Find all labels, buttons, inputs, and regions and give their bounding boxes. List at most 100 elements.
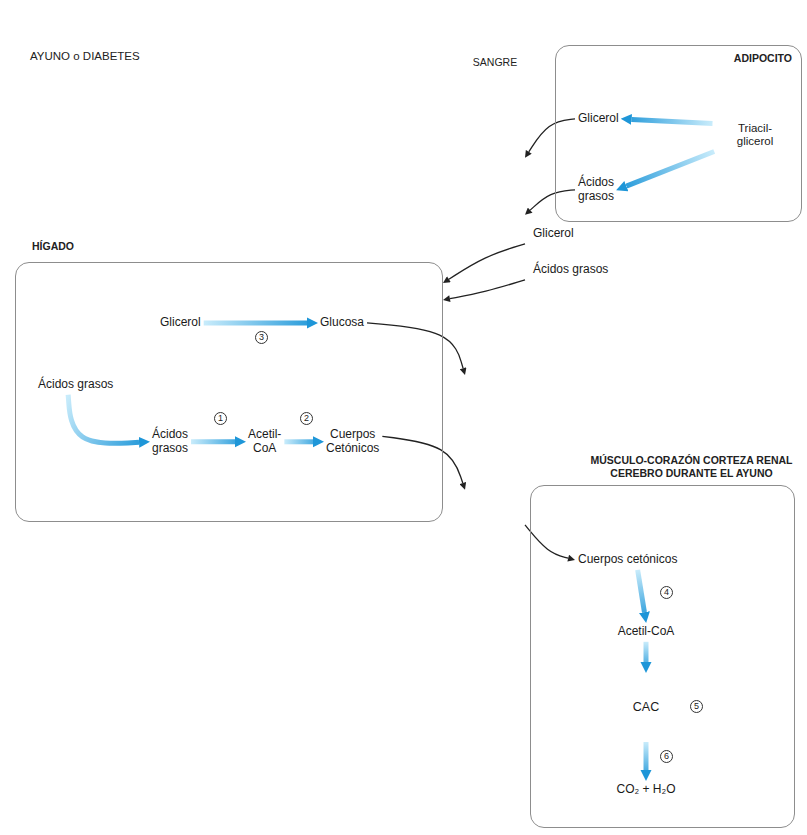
box-heading: HÍGADO — [32, 240, 74, 253]
callout-number: 2 — [300, 412, 313, 425]
metabolite-text: Acetil-CoA — [618, 625, 675, 639]
crista — [296, 483, 304, 495]
crista-opening — [762, 687, 764, 694]
edge-label: Glicerol — [533, 227, 574, 241]
metabolite-label: Cuerpos cetónicos — [578, 553, 677, 567]
crista — [581, 803, 589, 815]
pathway-arrow — [284, 439, 313, 444]
crista — [401, 448, 411, 456]
transport-arrow — [525, 525, 568, 558]
mitochondrion: Cuerpos cetónicosAcetil-CoACACCO₂ + H₂O — [560, 540, 770, 822]
inner-membrane — [125, 409, 411, 495]
crista — [567, 766, 579, 774]
metabolite-text: Glucosa — [320, 316, 364, 330]
box-heading: ADIPOCITO — [734, 52, 792, 65]
crista — [156, 483, 164, 495]
crista-opening — [132, 408, 139, 410]
metabolite-text: Ácidos grasos — [152, 428, 188, 456]
pathway-arrow — [644, 742, 649, 770]
metabolite-text: Acetil- CoA — [248, 428, 281, 456]
pathway-arrow — [204, 320, 307, 325]
crista — [751, 686, 763, 694]
metabolite-label: Ácidos grasos — [152, 428, 188, 456]
inner-membrane — [567, 547, 763, 815]
metabolite-label: Glicerol — [160, 316, 201, 330]
crista — [751, 766, 763, 774]
diagram-title: AYUNO o DIABETES — [30, 50, 140, 62]
crista-opening — [742, 814, 749, 816]
crista-opening — [157, 494, 164, 496]
droplet-circle — [715, 95, 795, 175]
callout-number: 1 — [214, 412, 227, 425]
pathway-arrow — [626, 151, 714, 186]
tissue-box: Cuerpos cetónicosAcetil-CoACACCO₂ + H₂OM… — [530, 485, 795, 828]
crista-opening — [737, 546, 744, 548]
mitochondrion: Ácidos grasos Acetil- CoA Cuerpos Cetónico… — [118, 402, 418, 502]
crista-opening — [237, 408, 244, 410]
cycle-ring — [616, 677, 676, 737]
crista-opening — [707, 546, 714, 548]
pathway-arrow — [191, 439, 235, 444]
crista — [236, 409, 244, 421]
metabolite-label: Cuerpos Cetónicos — [326, 428, 379, 456]
crista-opening — [124, 449, 126, 456]
vessel-wall — [466, 74, 523, 835]
crista-opening — [392, 408, 399, 410]
fat-droplet: Triacil- glicerol — [713, 93, 797, 177]
callout-number: 6 — [660, 750, 673, 763]
crista-opening — [762, 767, 764, 774]
transport-arrow — [367, 323, 463, 368]
metabolite-text: Glicerol — [578, 112, 619, 126]
vessel-shape — [465, 52, 525, 835]
metabolite-label: Ácidos grasos — [38, 378, 113, 392]
mitochondrion-shape — [560, 540, 770, 822]
crista-opening — [367, 494, 374, 496]
transport-arrow — [529, 119, 575, 152]
crista — [706, 547, 714, 559]
crista-opening — [410, 449, 412, 456]
crista — [567, 686, 579, 694]
metabolite-label: Acetil-CoA — [618, 625, 675, 639]
crista — [751, 606, 763, 614]
shape-label: CAC — [633, 700, 659, 714]
callout-number: 4 — [660, 586, 673, 599]
crista — [125, 448, 135, 456]
crista-opening — [566, 607, 568, 614]
cell-box: Triacil- glicerolGlicerolÁcidos grasosAD… — [555, 45, 802, 222]
metabolite-label: Glicerol — [578, 112, 619, 126]
metabolite-text: Ácidos grasos — [38, 378, 113, 392]
crista-opening — [717, 814, 724, 816]
pathway-arrow — [632, 119, 713, 123]
outer-membrane — [120, 404, 417, 501]
transport-arrow — [449, 244, 525, 279]
blood-vessel: SANGRE — [465, 52, 525, 835]
metabolite-label: Acetil- CoA — [248, 428, 281, 456]
shape-label: Triacil- glicerol — [737, 122, 773, 148]
transport-arrow — [450, 280, 525, 299]
metabolite-label: Glucosa — [320, 316, 364, 330]
crista-opening — [582, 814, 589, 816]
box-heading: MÚSCULO-CORAZÓN CORTEZA RENAL CEREBRO DU… — [589, 454, 794, 480]
outer-membrane — [562, 542, 769, 821]
crista — [716, 803, 724, 815]
crista-opening — [227, 494, 234, 496]
transport-arrow — [530, 190, 575, 210]
crista — [226, 483, 234, 495]
metabolite-text: Glicerol — [160, 316, 201, 330]
crista — [567, 606, 579, 614]
vessel-label: SANGRE — [465, 56, 525, 68]
crista-opening — [566, 767, 568, 774]
crista — [131, 409, 139, 421]
metabolite-text: Cuerpos cetónicos — [578, 553, 677, 567]
pathway-arrow — [644, 642, 649, 662]
crista-opening — [566, 687, 568, 694]
crista-opening — [297, 494, 304, 496]
transport-arrow — [382, 436, 462, 483]
pathway-arrow — [68, 395, 139, 444]
metabolite-text: Cuerpos Cetónicos — [326, 428, 379, 456]
crista-opening — [762, 607, 764, 614]
crista — [391, 409, 399, 421]
organ-box: GlicerolGlucosaÁcidos grasosÁcidos graso… — [15, 262, 443, 522]
callout-number: 5 — [690, 700, 703, 713]
